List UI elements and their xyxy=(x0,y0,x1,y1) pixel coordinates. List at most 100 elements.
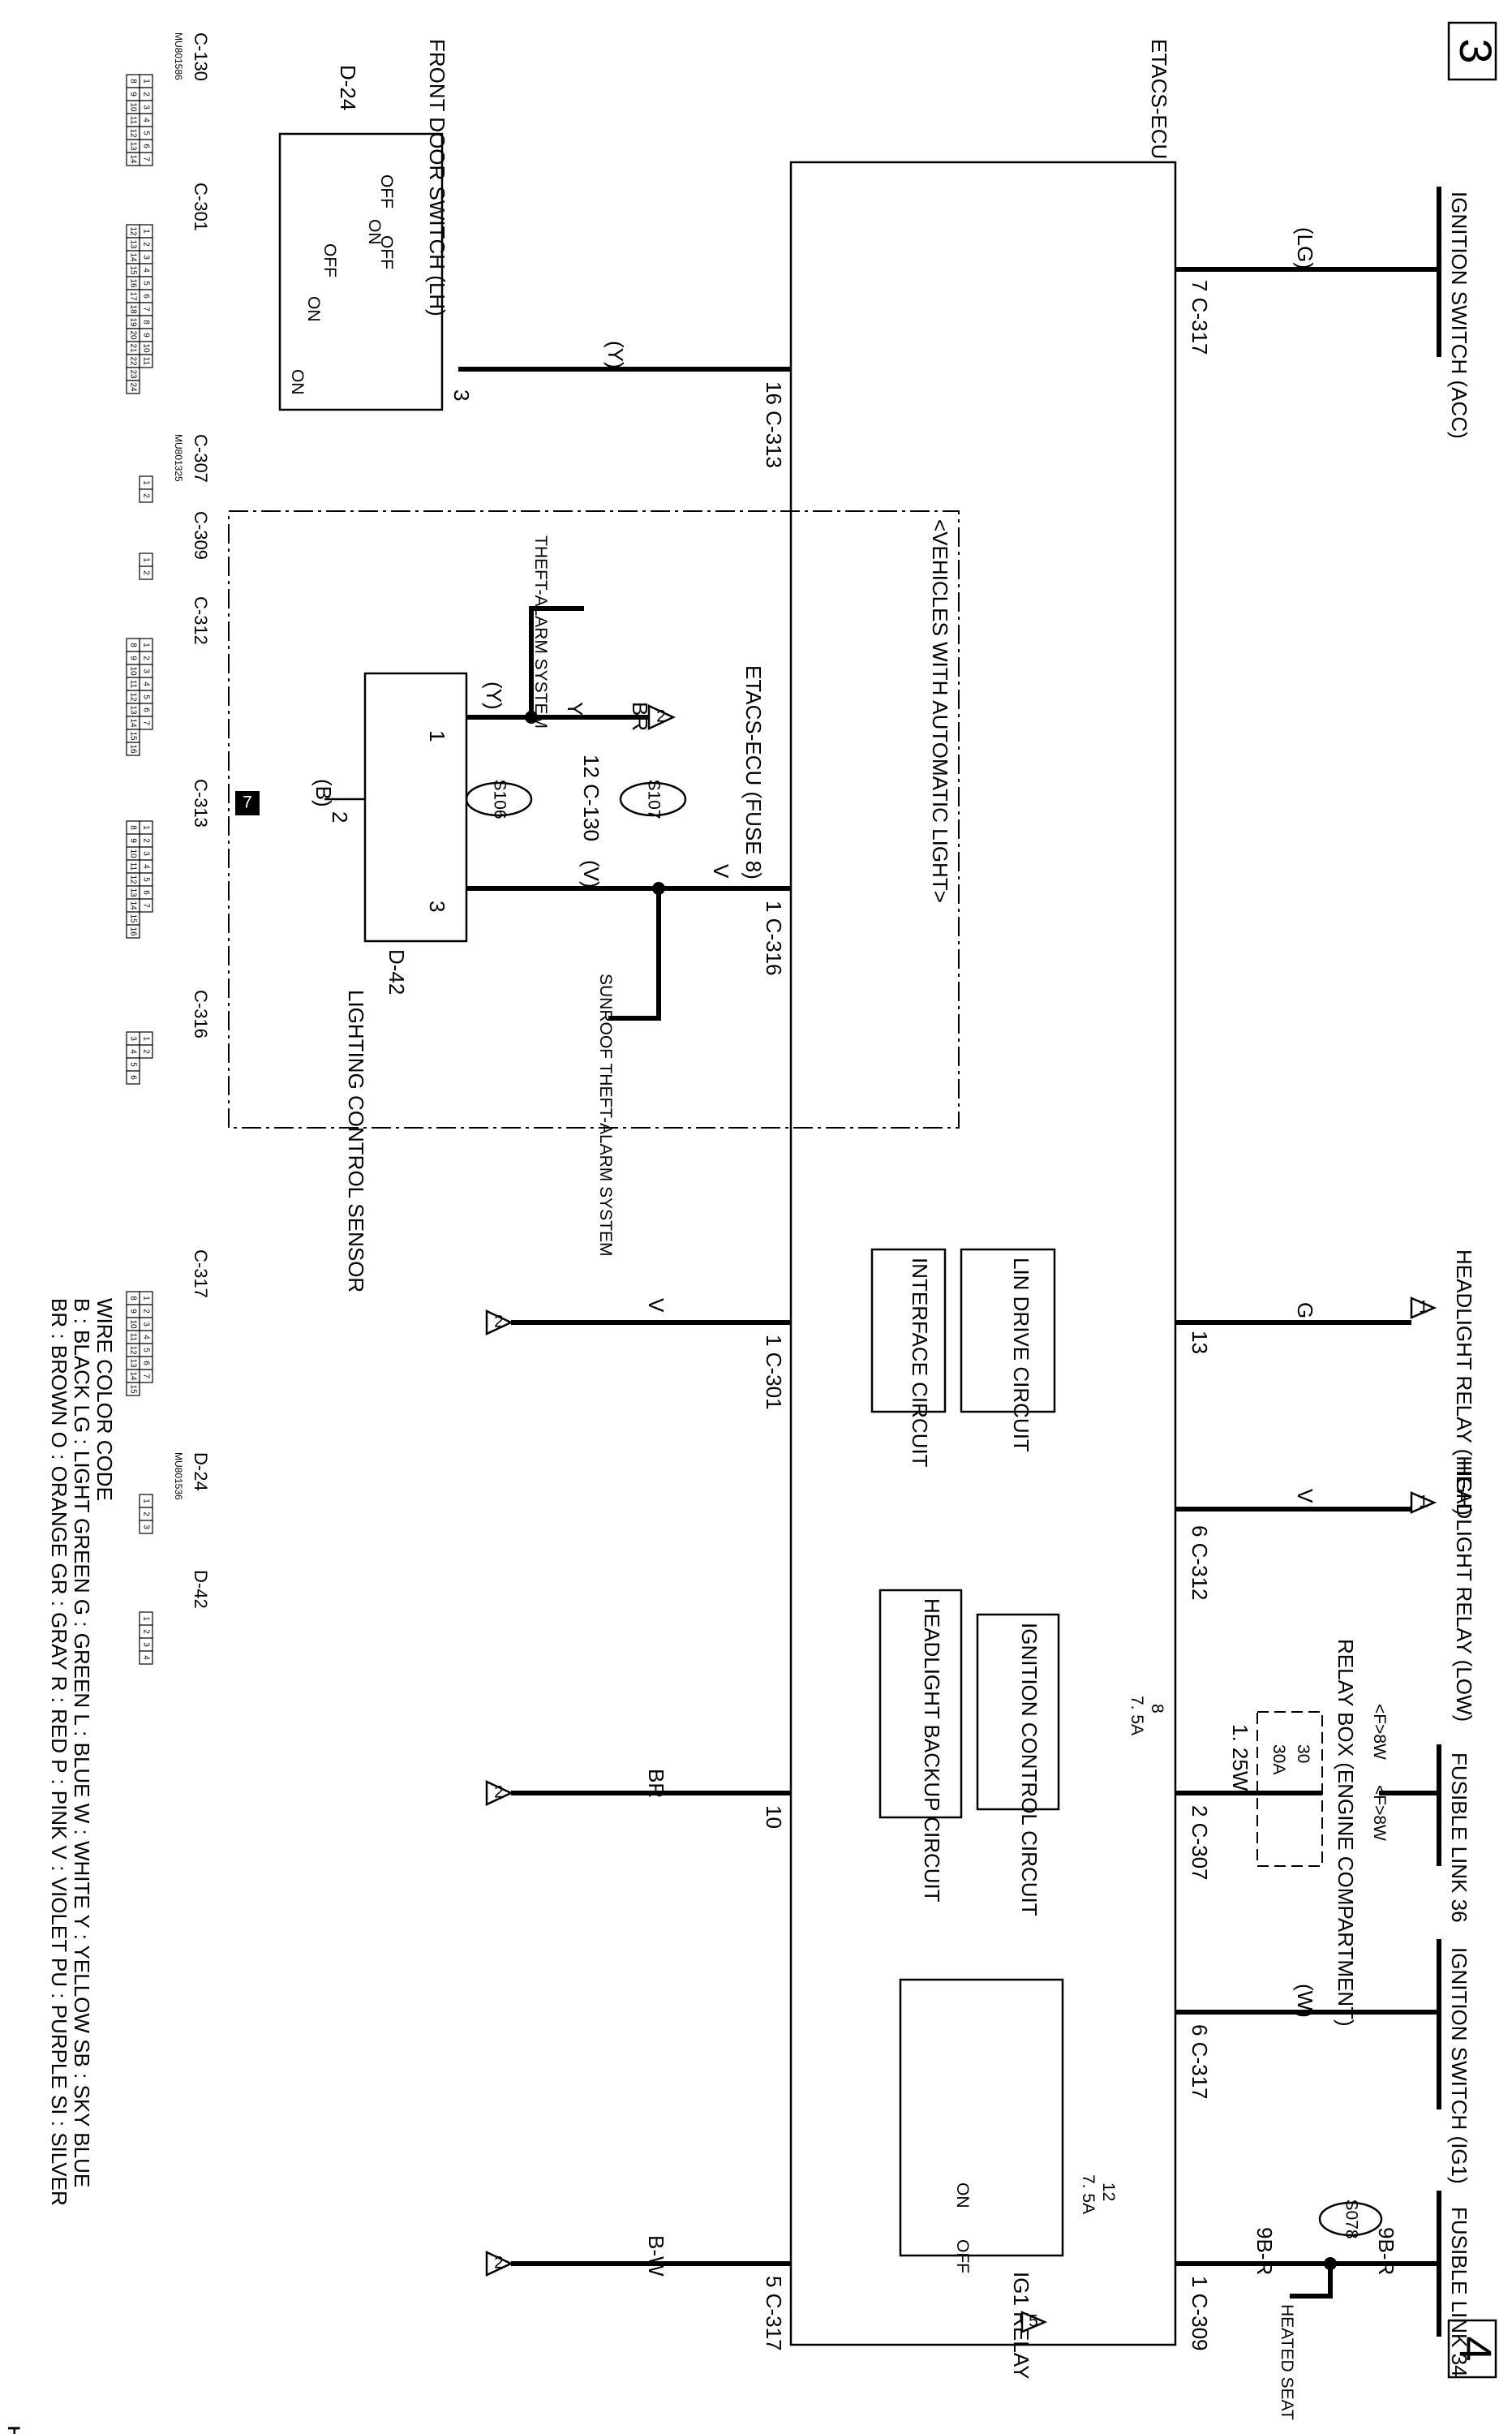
connector-pin-cell xyxy=(126,1382,140,1396)
connector-pin: 10 xyxy=(128,666,137,676)
wire-v-sensor-color: V xyxy=(709,864,733,879)
connector-pin: 7 xyxy=(141,720,150,725)
door-switch-on-1: ON xyxy=(365,219,384,245)
wire-b9r-top-color: 9B-R xyxy=(1374,2227,1398,2275)
connector-pin: 18 xyxy=(128,304,137,314)
connector-pin: 14 xyxy=(128,154,137,164)
connector-pin: 1 xyxy=(141,229,150,234)
connector-pin: 7 xyxy=(141,307,150,312)
connector-pin: 14 xyxy=(128,901,137,910)
connector-pin: 9 xyxy=(141,333,150,338)
ground-b1-low-num: 1 xyxy=(1419,1493,1428,1512)
headlight-low-label: HEADLIGHT RELAY (LOW) xyxy=(1452,1460,1476,1722)
wire-high-color: G xyxy=(1293,1302,1317,1318)
connector-pin: 4 xyxy=(141,1335,150,1340)
connector-pin: 5 xyxy=(141,695,150,699)
wire-heated-seat xyxy=(1290,2264,1333,2299)
connector-pin: 5 xyxy=(128,1062,137,1067)
connector-id: C-309 xyxy=(191,511,211,560)
automatic-light-note: <VEHICLES WITH AUTOMATIC LIGHT> xyxy=(928,519,952,903)
connector-pin: 17 xyxy=(128,291,137,301)
connector-pin: 2 xyxy=(141,570,150,575)
connector-pin: 8 xyxy=(128,825,137,830)
connector-pin: 13 xyxy=(128,888,137,897)
connector-pin: 6 xyxy=(141,294,150,299)
connector-pin: 1 xyxy=(141,480,150,485)
splice-s107-label: S107 xyxy=(644,779,663,819)
connector-pin: 5 xyxy=(141,131,150,135)
connector-pin: 4 xyxy=(141,682,150,686)
connector-pin: 13 xyxy=(128,1358,137,1368)
sensor-pin-2: 2 xyxy=(328,811,352,823)
connector-id: C-316 xyxy=(191,990,211,1039)
connector-pin: 12 xyxy=(128,1345,137,1355)
ground-5 xyxy=(1020,2311,1048,2333)
splice-s078-label: S078 xyxy=(1342,2199,1360,2238)
connector-pin: 2 xyxy=(141,1049,150,1054)
connector-pin: 11 xyxy=(128,680,137,689)
connector-pin: 6 xyxy=(141,1361,150,1365)
connector-pin: 8 xyxy=(128,79,137,84)
connector-pin: 3 xyxy=(128,1036,137,1041)
connector-pin: 14 xyxy=(128,252,137,262)
headlight-high-label: HEADLIGHT RELAY (HIGH) xyxy=(1452,1249,1476,1516)
connector-pin: 16 xyxy=(128,278,137,288)
connector-pin-cell xyxy=(126,380,140,394)
conn-c309-1: 1 C-309 xyxy=(1188,2276,1212,2351)
door-switch-off-2: OFF xyxy=(377,235,396,269)
etacs-ecu-label: ETACS-ECU xyxy=(1147,39,1171,159)
fuse-12-amp: 7. 5A xyxy=(1079,2174,1097,2214)
connector-pin: 3 xyxy=(141,105,150,110)
connector-pin: 6 xyxy=(128,1075,137,1080)
interface-box xyxy=(870,1248,947,1413)
page-marker-4 xyxy=(1447,2319,1497,2379)
ground-2-v xyxy=(485,1309,513,1335)
connector-pin: 7 xyxy=(141,903,150,908)
diagram-id: HDH08M01BC xyxy=(4,2426,23,2434)
splice-s078 xyxy=(1318,2201,1383,2237)
conn-c317-6: 6 C-317 xyxy=(1188,2024,1212,2100)
connector-pin: 3 xyxy=(141,851,150,856)
connector-pin-cell xyxy=(139,488,153,503)
connector-pin: 1 xyxy=(141,643,150,647)
connector-pin: 23 xyxy=(128,369,137,379)
door-pin-3: 3 xyxy=(449,389,474,401)
ignition-control-label: IGNITION CONTROL CIRCUIT xyxy=(1017,1623,1042,1916)
connector-pin: 4 xyxy=(141,268,150,273)
connector-pin: 4 xyxy=(141,118,150,123)
wire-ig1-color: (W) xyxy=(1293,1984,1317,2018)
connector-pin: 10 xyxy=(128,102,137,112)
connector-c-301: C-30112345678910111213141516171819202122… xyxy=(126,183,211,394)
ig1-relay-off: OFF xyxy=(953,2239,972,2273)
conn-c301-1: 1 C-301 xyxy=(762,1335,786,1410)
page-marker-3-label: 3 xyxy=(1450,38,1501,63)
connector-pin: 5 xyxy=(141,877,150,882)
connector-pin: 8 xyxy=(141,320,150,325)
connector-pin: 11 xyxy=(128,862,137,871)
wire-br-out-color: BR xyxy=(644,1769,668,1798)
page-marker-4-label: 4 xyxy=(1450,2336,1501,2361)
connector-pin: 13 xyxy=(128,705,137,715)
door-switch-on-2: ON xyxy=(304,296,323,322)
connector-pin: 2 xyxy=(141,656,150,660)
lighting-sensor-box xyxy=(363,672,468,943)
lighting-sensor-label: LIGHTING CONTROL SENSOR xyxy=(344,990,368,1292)
wire-v-out-color: V xyxy=(644,1298,668,1313)
connector-pin: 13 xyxy=(128,141,137,151)
ground-2-v-num: 2 xyxy=(494,1313,504,1331)
ignition-ig1-label: IGNITION SWITCH (IG1) xyxy=(1447,1947,1471,2184)
headlight-backup-box xyxy=(878,1589,963,1819)
lighting-sensor-conn: D-42 xyxy=(384,949,409,995)
connector-id: C-312 xyxy=(191,596,211,645)
connector-pin: 3 xyxy=(141,255,150,260)
door-switch-box xyxy=(278,132,444,411)
conn-c316-1: 1 C-316 xyxy=(762,901,786,976)
wire-color-code-title: WIRE COLOR CODE xyxy=(92,1298,117,1501)
conn-c307-2: 2 C-307 xyxy=(1188,1805,1212,1881)
door-switch-off-3: OFF xyxy=(320,243,339,277)
connector-pin: 12 xyxy=(128,875,137,884)
